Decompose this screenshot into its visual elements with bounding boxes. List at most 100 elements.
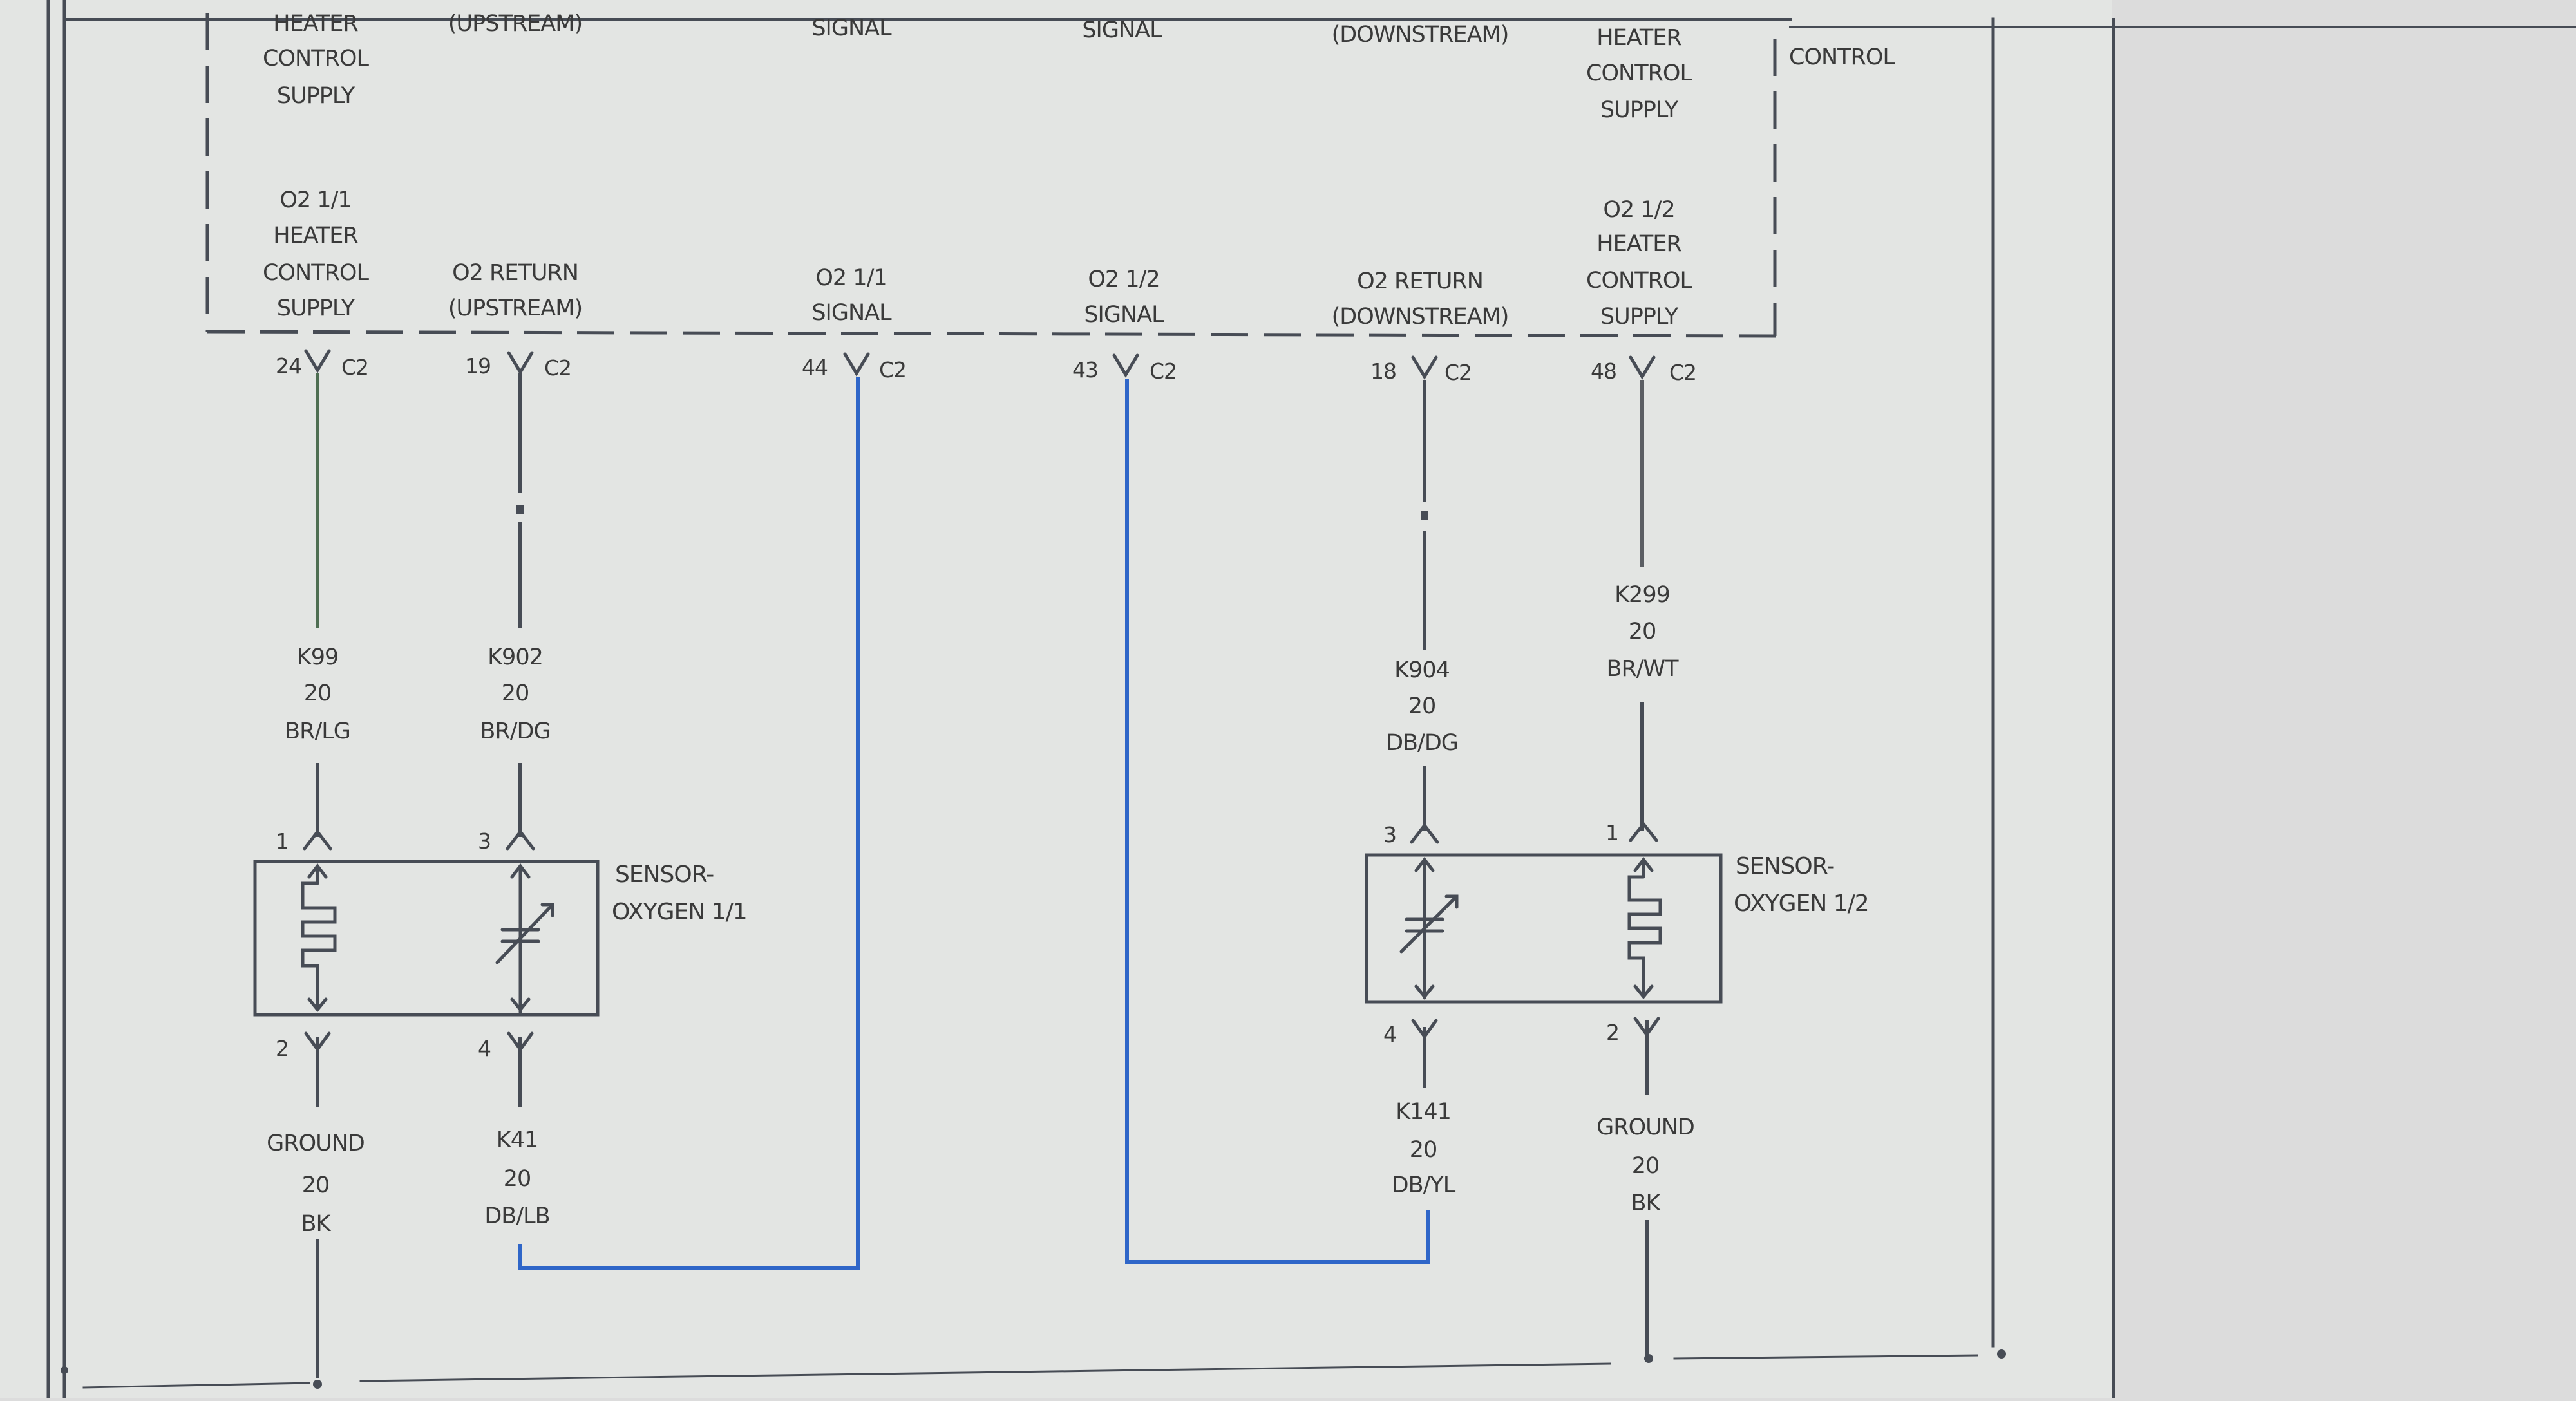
wire-k904-splice [1421,511,1428,520]
frame-bottom [359,1362,1611,1382]
wire-k299-gauge: 20 [1629,619,1656,644]
wire-signal-11 [518,377,860,1270]
s1-arrow-pin3 [506,829,535,851]
wire-k141-gauge: 20 [1410,1137,1437,1163]
wire-k41-color: DB/LB [484,1203,549,1229]
wire-k902-gauge: 20 [502,681,529,706]
frame-dot-right [1997,1349,2006,1359]
label-module-name: CONTROL [1789,44,1895,70]
sensor-12-label-line2: OXYGEN 1/2 [1734,890,1869,917]
connector-name-48: C2 [1669,360,1696,385]
s1-box [253,860,600,1017]
pin24-label-line1: O2 1/1 [279,187,351,213]
wire-signal-12 [1125,379,1430,1264]
pin43-label-line1: O2 1/2 [1088,267,1159,292]
connector-symbol-18 [1411,355,1438,380]
s2-pin-3: 3 [1383,822,1396,847]
s2-variable-arrowhead [1444,894,1459,909]
wire-ground-2-gauge: 20 [1632,1153,1660,1179]
wire-k902-id: K902 [488,644,543,670]
frame-bottom-right [1673,1354,1978,1360]
s2-box [1365,853,1723,1004]
label-signal-11-top: SIGNAL [811,15,892,41]
connector-symbol-19 [507,351,534,375]
sensor-11-label-line1: SENSOR- [615,861,714,888]
connector-pin-48: 48 [1591,359,1616,384]
wire-ground-2-color: BK [1631,1190,1662,1216]
wire-ground-2-id: GROUND [1596,1114,1694,1140]
pin48-label-line1: O2 1/2 [1603,197,1674,223]
pin43-label-line2: SIGNAL [1084,302,1164,328]
connector-pin-18: 18 [1370,359,1396,384]
wire-ground-1-gauge: 20 [302,1172,330,1198]
wire-k41-gauge: 20 [504,1166,531,1192]
module-top-labels: HEATER CONTROL SUPPLY (UPSTREAM) SIGNAL … [263,11,1896,123]
connector-symbol-48 [1629,355,1656,380]
connector-pin-44: 44 [802,355,828,380]
s1-variable-arrowhead [540,903,554,917]
connector-pin-24: 24 [276,353,301,379]
s2-pin-4: 4 [1383,1022,1396,1047]
wire-ground-1-color: BK [301,1211,332,1237]
pin18-label-line2: (DOWNSTREAM) [1332,304,1509,330]
s1-pin-4: 4 [478,1036,491,1061]
s2-bottom-pin2 [1633,1017,1660,1038]
wire-k902-color: BR/DG [480,719,550,744]
connector-symbol-44 [843,352,870,377]
label-heater-11-line1: HEATER [273,11,358,37]
right-margin [2112,0,2576,1398]
label-heater-12-line3: SUPPLY [1600,97,1679,123]
connector-name-43: C2 [1150,359,1177,384]
connector-name-18: C2 [1444,360,1472,385]
label-heater-11-line2: CONTROL [263,46,369,71]
sensor-oxygen-12: 3 1 4 2 [1365,820,1723,1047]
pin24-label-line2: HEATER [273,223,358,249]
s2-pin-1: 1 [1605,820,1618,845]
s1-pin-1: 1 [276,829,289,854]
label-heater-11-line3: SUPPLY [277,83,355,109]
wire-k904-id: K904 [1394,657,1450,683]
frame-dot-left [61,1366,68,1374]
wires [313,373,1653,1389]
s1-bottom-pin4 [507,1031,534,1053]
wire-k41-id: K41 [497,1127,538,1153]
s2-variable-element [1399,894,1459,954]
pin-function-labels: O2 1/1 HEATER CONTROL SUPPLY O2 RETURN (… [263,187,1693,330]
s1-arrow-pin1 [303,829,332,851]
pin48-label-line4: SUPPLY [1600,304,1679,330]
s2-arrow-pin1 [1629,821,1658,842]
wire-k902-splice [516,505,524,514]
pin24-label-line3: CONTROL [263,260,369,286]
wire-k904-gauge: 20 [1408,693,1436,719]
pin44-label-line1: O2 1/1 [815,265,887,291]
frame-bottom-left [82,1382,310,1389]
wire-k99-gauge: 20 [304,681,332,706]
sensor-12-label-line1: SENSOR- [1736,853,1834,879]
s1-pin-3: 3 [478,829,491,854]
wire-k99-id: K99 [297,644,339,670]
wire-k904-color: DB/DG [1386,730,1458,756]
wire-labels: K99 20 BR/LG K902 20 BR/DG K904 20 DB/DG… [267,582,1695,1237]
pin19-label-line1: O2 RETURN [452,260,578,286]
s2-bottom-pin4 [1411,1019,1438,1040]
wire-k141-id: K141 [1396,1099,1451,1125]
s2-pin-2: 2 [1606,1020,1619,1045]
ground-1-splice [313,1380,322,1389]
s1-pin-2: 2 [276,1036,289,1061]
pin48-label-line3: CONTROL [1586,268,1692,294]
wire-k299-id: K299 [1615,582,1670,608]
wire-ground-1-id: GROUND [267,1131,365,1156]
wire-k99-color: BR/LG [285,719,350,744]
connector-pin-43: 43 [1072,357,1098,382]
s2-arrow-pin3 [1410,822,1439,844]
label-heater-12-line1: HEATER [1596,25,1681,51]
sensor-oxygen-11: 1 3 2 4 [253,829,600,1061]
s1-heater-trace [301,863,337,1012]
connector-symbol-43 [1112,353,1139,378]
connector-name-19: C2 [544,355,571,381]
pin44-label-line2: SIGNAL [811,300,892,326]
pin24-label-line4: SUPPLY [277,296,355,321]
pin18-label-line1: O2 RETURN [1357,268,1483,294]
